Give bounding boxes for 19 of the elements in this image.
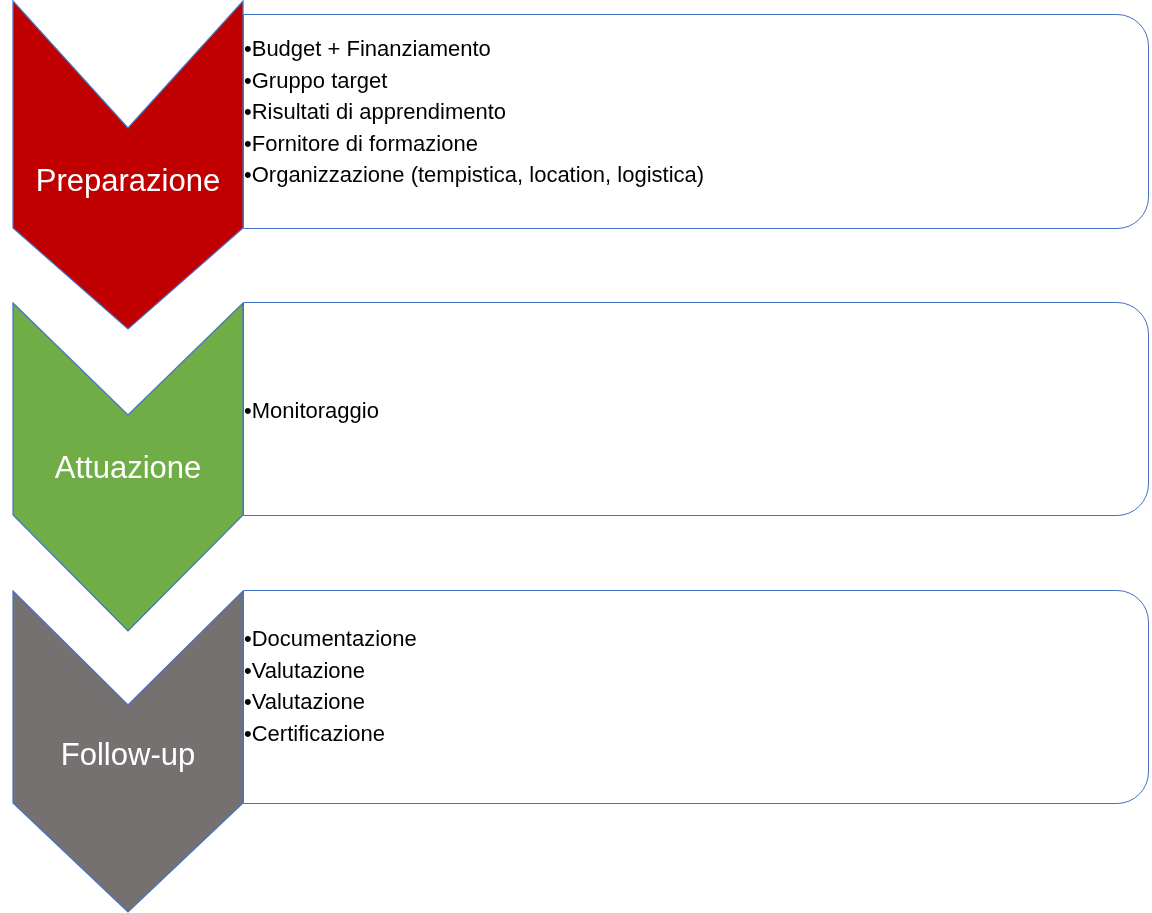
bullet-item: •Gruppo target [244,66,389,95]
bullet-item: •Organizzazione (tempistica, location, logistica) [244,161,705,189]
chevron-shape [12,590,244,913]
bullet-item: •Fornitore di formazione [244,129,479,158]
chevron-shape [12,302,244,632]
bullet-item: •Monitoraggio [244,397,379,425]
bullet-item: •Valutazione [244,688,367,716]
content-panel [243,14,1149,229]
bullet-item: •Documentazione [244,625,417,653]
chevron-shape [12,0,244,330]
stage-label: Attuazione [53,449,203,487]
content-panel [243,302,1149,516]
bullet-item: •Valutazione [244,656,367,685]
content-panel [243,590,1149,804]
bullet-item: •Risultati di apprendimento [244,98,508,126]
bullet-item: •Certificazione [244,719,386,748]
stage-label: Preparazione [34,162,222,200]
stage-label: Follow-up [59,736,197,774]
bullet-item: •Budget + Finanziamento [244,35,492,63]
